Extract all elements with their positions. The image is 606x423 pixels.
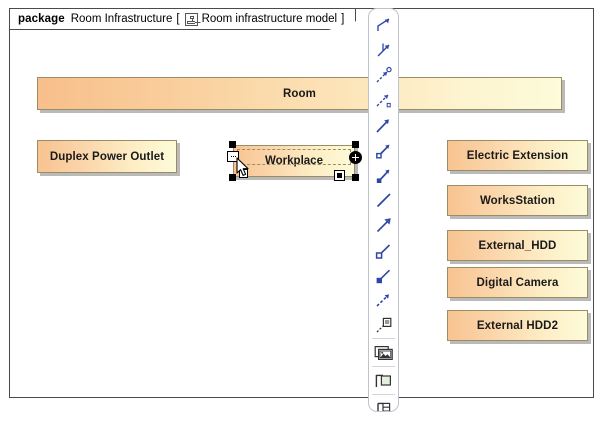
selection-handle-top-right[interactable] [352,141,359,148]
node-works-station-label: WorksStation [479,194,556,207]
palette-separator-3 [372,394,395,395]
selection-handle-bottom-left[interactable] [229,174,236,181]
frame-model-name: Room infrastructure model [201,13,338,25]
node-external-hdd-label: External_HDD [478,239,557,252]
note-anchor-tool-icon[interactable] [370,312,397,337]
resize-handle-icon[interactable] [334,170,345,181]
model-diagram-icon [184,12,198,26]
frame-header: package Room Infrastructure [ Room infra… [10,9,357,30]
line-tool-icon[interactable] [370,187,397,212]
node-external-hdd2-label: External HDD2 [476,319,559,332]
palette-separator-2 [372,366,395,367]
node-digital-camera[interactable]: Digital Camera [447,267,588,298]
dashed-arrow-tool-icon[interactable] [370,287,397,312]
dependency-tool-icon[interactable] [370,37,397,62]
frame-package-name: Room Infrastructure [70,13,173,25]
node-works-station[interactable]: WorksStation [447,185,588,216]
more-options-badge-icon[interactable] [227,151,239,162]
node-external-hdd2[interactable]: External HDD2 [447,310,588,341]
diagram-tool-palette[interactable] [368,8,399,412]
palette-separator-1 [372,338,395,339]
frame-bracket-close: ] [341,13,345,25]
diagram-frame: package Room Infrastructure [ Room infra… [9,8,594,398]
association-tool-icon[interactable] [370,112,397,137]
list-tool-icon[interactable] [370,396,397,411]
realization-tool-icon[interactable] [370,262,397,287]
node-duplex-power-outlet[interactable]: Duplex Power Outlet [37,140,177,173]
node-electric-extension[interactable]: Electric Extension [447,140,588,171]
node-room[interactable]: Room [37,77,562,110]
selection-handle-bottom-right[interactable] [352,174,359,181]
node-digital-camera-label: Digital Camera [476,276,559,289]
generalization-tool-icon[interactable] [370,212,397,237]
shared-aggregation-tool-icon[interactable] [370,237,397,262]
composition-tool-icon[interactable] [370,162,397,187]
item-flow-tool-icon[interactable] [370,87,397,112]
node-workplace-selection[interactable]: Workplace s [227,140,362,182]
frame-keyword: package [18,13,65,25]
connector-tool-icon[interactable] [370,62,397,87]
node-room-label: Room [283,87,316,100]
image-tool-icon[interactable] [370,340,397,365]
node-electric-extension-label: Electric Extension [466,149,569,162]
aggregation-tool-icon[interactable] [370,137,397,162]
note-tool-icon[interactable] [370,368,397,393]
frame-bracket-open: [ [176,13,180,25]
node-workplace-label: Workplace [265,155,323,167]
small-marker-badge[interactable]: s [239,169,248,178]
node-duplex-power-outlet-label: Duplex Power Outlet [49,150,165,163]
directed-association-tool-icon[interactable] [370,12,397,37]
selection-handle-top-left[interactable] [229,141,236,148]
node-external-hdd[interactable]: External_HDD [447,230,588,261]
add-element-badge-icon[interactable] [349,151,362,164]
